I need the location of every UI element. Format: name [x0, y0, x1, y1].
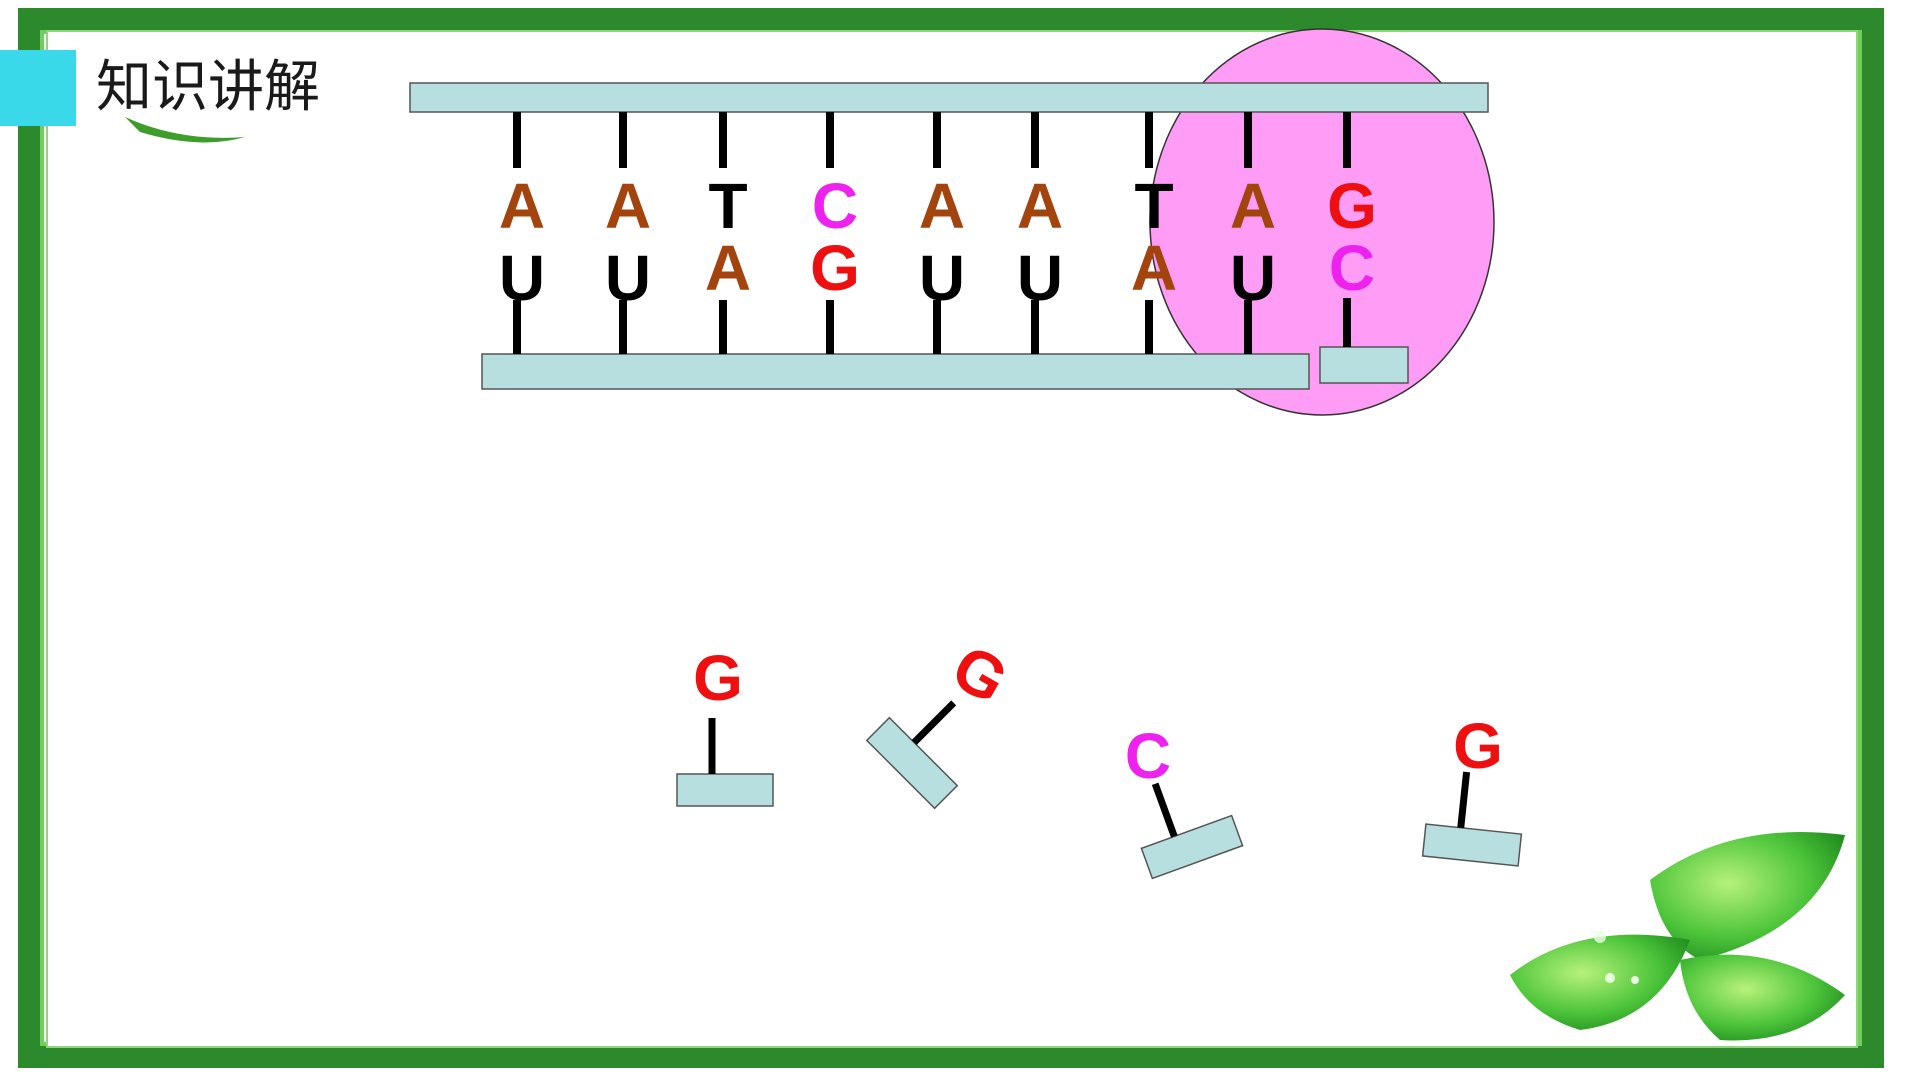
dna-top-backbone — [409, 82, 1489, 113]
rna-base: U — [605, 242, 651, 314]
leaf-icon — [125, 117, 245, 143]
nucleotide-base: G — [693, 642, 743, 714]
nucleotide-stick — [1151, 782, 1178, 838]
rna-base: U — [1230, 242, 1276, 314]
rna-base: A — [1131, 232, 1177, 304]
dna-base: A — [1230, 170, 1276, 242]
nucleotide-stick — [911, 700, 957, 745]
free-nucleotide: G — [676, 642, 774, 807]
highlight-circle — [1149, 28, 1495, 416]
rna-base: U — [1017, 242, 1063, 314]
nucleotide-stick — [1457, 771, 1471, 829]
free-nucleotide: G — [1421, 710, 1523, 867]
dna-base: A — [1017, 170, 1063, 242]
nucleotide-base: C — [1125, 720, 1171, 792]
rna-base: A — [705, 232, 751, 304]
slide-canvas — [46, 30, 1858, 1048]
page-title: 知识讲解 — [96, 55, 320, 120]
dna-base: A — [919, 170, 965, 242]
nucleotide-backbone — [865, 716, 959, 810]
rna-new-nucleotide-backbone — [1319, 346, 1409, 384]
rna-base: U — [919, 242, 965, 314]
dna-base: C — [812, 170, 858, 242]
free-nucleotide: G — [865, 630, 1020, 810]
rna-base: U — [499, 242, 545, 314]
rna-bottom-backbone — [481, 353, 1310, 390]
dna-base: G — [1327, 170, 1377, 242]
dna-base: T — [1134, 170, 1173, 242]
free-nucleotides: G G C G — [676, 630, 1523, 880]
dna-base: A — [499, 170, 545, 242]
dna-base: T — [708, 170, 747, 242]
leaf-cluster-icon — [1510, 832, 1845, 1041]
slide-frame — [18, 8, 1884, 1068]
nucleotide-backbone — [676, 773, 774, 807]
nucleotide-backbone — [1140, 814, 1244, 880]
nucleotide-backbone — [1421, 823, 1523, 867]
rna-base: G — [810, 232, 860, 304]
nucleotide-base: G — [1453, 710, 1503, 782]
dna-base: A — [605, 170, 651, 242]
free-nucleotide: C — [1125, 720, 1244, 880]
title-accent-block — [0, 50, 76, 126]
rna-base: C — [1329, 232, 1375, 304]
